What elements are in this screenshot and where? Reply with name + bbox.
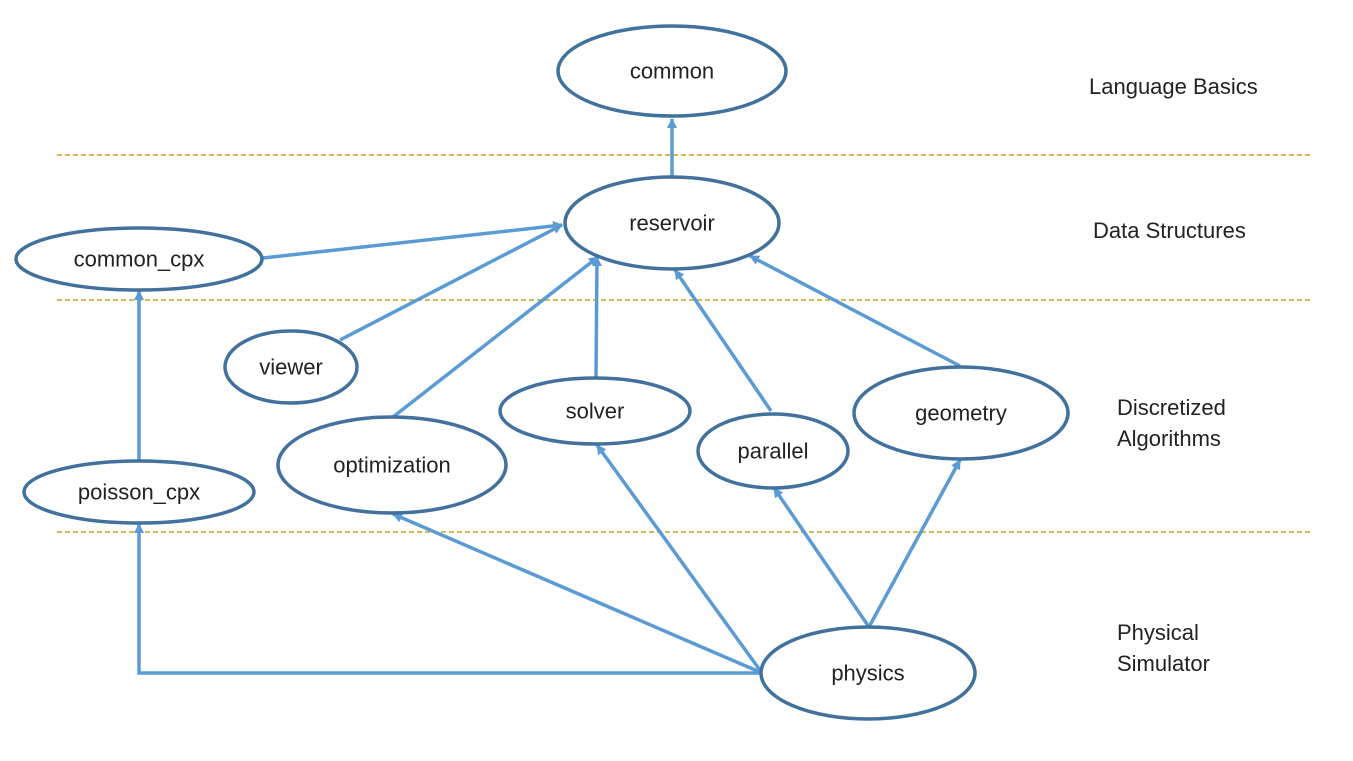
edge-parallel-to-reservoir <box>673 269 773 412</box>
layer-label-language-basics: Language Basics <box>1089 74 1258 99</box>
edge-geometry-to-reservoir <box>749 254 961 368</box>
layer-label-physical-line1: Physical <box>1117 620 1199 645</box>
node-geometry: geometry <box>852 365 1070 461</box>
node-poisson-cpx: poisson_cpx <box>22 459 256 525</box>
node-reservoir: reservoir <box>563 175 781 271</box>
edge-solver-to-reservoir <box>591 256 602 379</box>
node-label-solver: solver <box>566 399 625 424</box>
node-label-parallel: parallel <box>738 439 809 464</box>
edge-physics-to-optimization <box>392 512 763 675</box>
node-label-reservoir: reservoir <box>629 211 715 236</box>
edge-physics-to-solver <box>595 443 764 675</box>
node-physics: physics <box>759 625 977 721</box>
node-parallel: parallel <box>696 412 850 490</box>
layer-label-discretized-line1: Discretized <box>1117 395 1226 420</box>
node-label-common-cpx: common_cpx <box>74 247 205 272</box>
layer-label-physical-line2: Simulator <box>1117 651 1210 676</box>
edge-optimization-to-reservoir <box>391 255 600 419</box>
node-common-cpx: common_cpx <box>14 226 264 292</box>
node-solver: solver <box>498 376 692 446</box>
edge-viewer-to-reservoir <box>339 223 563 342</box>
edge-physics-to-parallel <box>772 487 871 628</box>
layer-label-data-structures: Data Structures <box>1093 218 1246 243</box>
edge-physics-to-poisson-cpx <box>134 523 762 675</box>
node-label-physics: physics <box>831 661 904 686</box>
layer-label-discretized-line2: Algorithms <box>1117 426 1221 451</box>
node-label-geometry: geometry <box>915 401 1007 426</box>
node-common: common <box>556 24 788 118</box>
edge-physics-to-geometry <box>867 459 962 628</box>
edges <box>134 118 962 675</box>
node-label-optimization: optimization <box>333 453 450 478</box>
edge-common-cpx-to-reservoir <box>262 221 563 260</box>
node-viewer: viewer <box>223 329 359 405</box>
node-label-common: common <box>630 59 714 84</box>
node-label-poisson-cpx: poisson_cpx <box>78 480 200 505</box>
node-label-viewer: viewer <box>259 355 323 380</box>
node-optimization: optimization <box>276 415 508 515</box>
